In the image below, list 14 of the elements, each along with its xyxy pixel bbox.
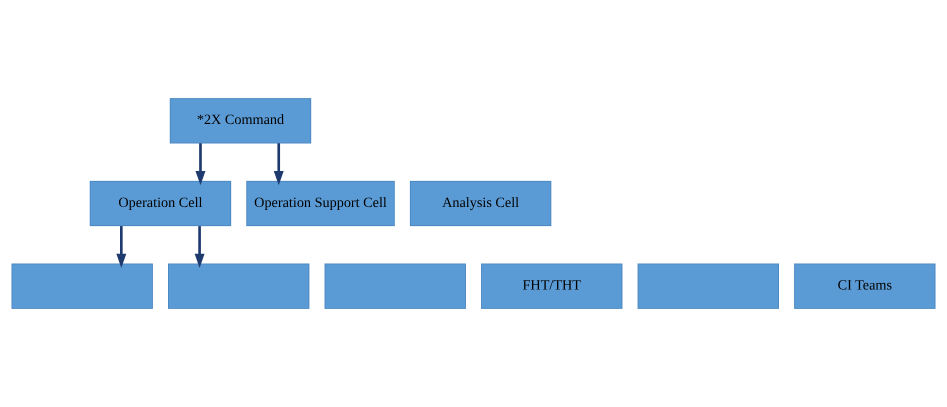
node-box: Operation Support Cell [246, 180, 395, 226]
node-box: Analysis Cell [410, 180, 552, 226]
arrow [274, 143, 284, 186]
node-box: CI Teams [794, 264, 936, 309]
node-box [638, 264, 779, 309]
node-box [324, 264, 466, 309]
node-box: FHT/THT [481, 264, 622, 309]
arrow [195, 143, 206, 186]
node-box: *2X Command [170, 98, 312, 144]
node-box [11, 264, 153, 309]
node-box [168, 264, 310, 309]
arrow [194, 226, 205, 268]
arrow [116, 226, 126, 268]
node-box: Operation Cell [90, 180, 232, 226]
